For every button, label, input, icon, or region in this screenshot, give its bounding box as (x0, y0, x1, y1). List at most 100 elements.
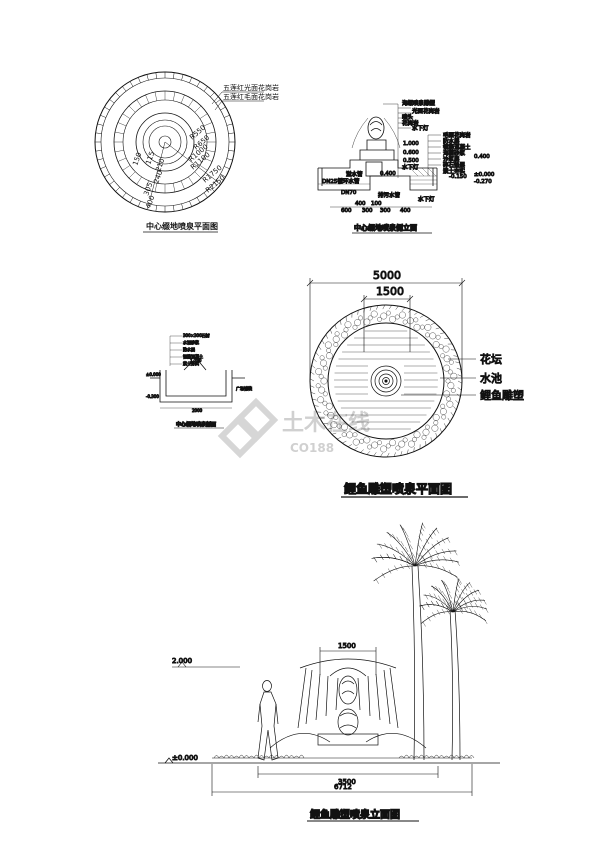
shrub-mark (430, 322, 436, 325)
shrub-mark (425, 424, 430, 430)
shrub-mark (442, 345, 450, 353)
palm-frond (371, 556, 416, 567)
palm-leaflet (431, 600, 435, 606)
shrub-mark (318, 345, 322, 350)
palm-frond (414, 565, 458, 578)
watermark: 土木在线 CO188 (217, 397, 370, 459)
palm-frond (452, 578, 460, 613)
palm-leaflet (425, 538, 430, 545)
palm-frond (420, 611, 454, 624)
shrub-mark (420, 315, 425, 318)
palm-leaflet (423, 563, 427, 569)
palm-leaflet (441, 602, 445, 608)
view2-title: 中心缀地喷泉侧立面 (354, 223, 417, 232)
shrub-mark (325, 334, 328, 339)
view2-callout-3: 花岗岩 (402, 119, 419, 127)
paving-joint (172, 183, 176, 193)
palm-leaflet (478, 597, 482, 603)
paving-joint (173, 205, 175, 212)
shrub-mark (408, 755, 415, 759)
palm-leaflet (436, 563, 440, 569)
paving-joint (145, 94, 150, 104)
palm-leaflet (431, 543, 436, 549)
shrub-mark (347, 444, 352, 447)
watermark-brand-cn: 土木在线 (282, 410, 370, 436)
shrub-mark (320, 359, 327, 367)
shrub-mark (468, 755, 475, 759)
shrub-mark (389, 439, 396, 447)
palm-leaflet (435, 585, 439, 592)
paving-joint (155, 72, 157, 79)
palm-leaflet (485, 607, 489, 613)
shrub-mark (450, 388, 456, 393)
palm-leaflet (436, 540, 441, 546)
palm-leaflet (390, 544, 394, 550)
view2-elevation-0: 1.000 (403, 141, 419, 147)
paving-joint (203, 86, 208, 92)
palm-leaflet (420, 526, 425, 532)
view3-label-4: 2000 (192, 408, 203, 413)
shrub-mark (433, 754, 440, 759)
view5-dimension-3500 (257, 766, 439, 778)
shrub-mark (413, 447, 415, 452)
shrub-mark (408, 309, 412, 313)
shrub-mark (370, 310, 378, 318)
palm-leaflet (455, 587, 460, 593)
palm-leaflet (447, 587, 451, 594)
shrub-mark (432, 414, 440, 421)
palm-leaflet (426, 548, 430, 554)
shrub-mark (435, 334, 441, 340)
shrub-mark (352, 438, 360, 446)
view5-elevation-2000 (172, 661, 240, 668)
paving-joint (224, 166, 230, 170)
shrub-mark (268, 754, 275, 759)
paving-joint (122, 165, 131, 171)
palm-leaflet (436, 609, 441, 615)
paving-joint (128, 105, 136, 113)
palm-frond (452, 599, 485, 613)
shrub-mark (332, 335, 340, 343)
shrub-mark (336, 423, 342, 429)
shrub-mark (402, 437, 408, 443)
shrub-mark (369, 306, 372, 311)
paving-joint (196, 197, 201, 203)
paving-joint (203, 122, 213, 127)
paving-joint (215, 99, 221, 104)
palm-leaflet (459, 604, 463, 610)
paving-joint (199, 165, 208, 171)
shrub-mark (318, 374, 324, 379)
view5-shrub-line (212, 754, 475, 759)
palm-leaflet (455, 575, 459, 581)
shrub-mark (327, 412, 335, 419)
shrub-mark (326, 348, 331, 353)
shrub-mark (393, 452, 396, 457)
shrub-mark (457, 374, 462, 377)
shrub-mark (233, 755, 240, 759)
view4-title: 鲤鱼雕塑喷泉平面图 (343, 481, 452, 496)
shrub-mark (413, 431, 421, 439)
view2-elevation-4: -0.150 (449, 174, 467, 180)
shrub-mark (423, 755, 430, 759)
shrub-mark (273, 755, 280, 759)
view5-dimension-6712 (211, 764, 473, 796)
shrub-mark (413, 317, 419, 323)
paving-joint (122, 113, 131, 119)
paving-joint (122, 192, 127, 198)
paving-joint (97, 123, 104, 126)
palm-leaflet (392, 533, 396, 540)
palm-leaflet (417, 543, 421, 549)
palm-leaflet (484, 618, 488, 624)
view2-label-6: 水下灯 (418, 195, 435, 203)
shrub-mark (223, 754, 230, 759)
view2-label-2: 溢水管 (346, 170, 363, 178)
shrub-mark (401, 307, 406, 311)
paving-joint (206, 149, 216, 153)
view2-dim-3: 300 (362, 208, 373, 214)
paving-joint (128, 171, 136, 179)
palm-leaflet (464, 600, 468, 606)
paving-joint (137, 77, 141, 83)
shrub-mark (334, 331, 340, 337)
palm-leaflet (409, 554, 413, 560)
view4-planter-outer (309, 304, 463, 458)
palm-leaflet (459, 608, 463, 614)
